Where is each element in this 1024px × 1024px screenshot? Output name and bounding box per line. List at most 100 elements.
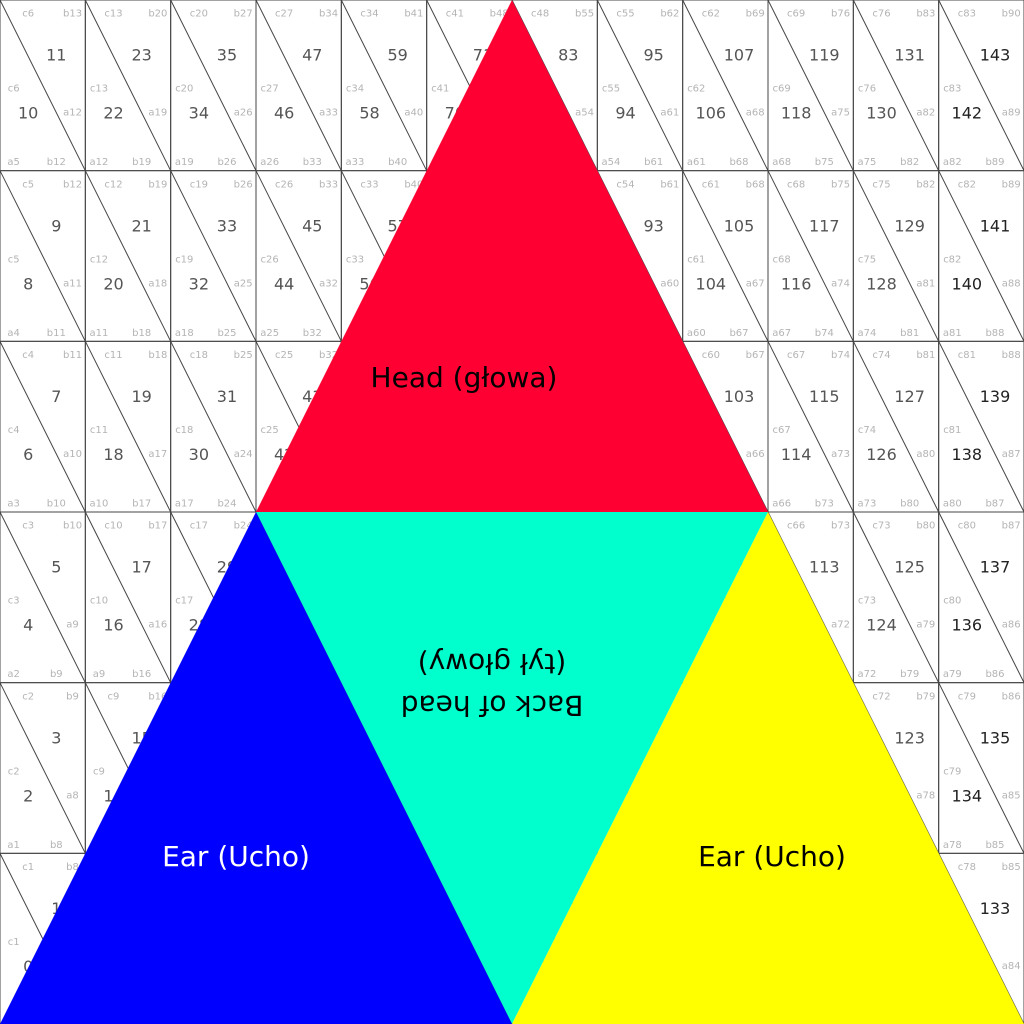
- edge-label: b82: [916, 179, 935, 190]
- cell-number: 16: [103, 616, 123, 635]
- edge-label: a66: [772, 498, 791, 509]
- cell-number: 104: [696, 274, 727, 293]
- edge-label: a88: [1002, 278, 1021, 289]
- edge-label: c10: [104, 521, 122, 532]
- edge-label: c73: [872, 521, 890, 532]
- edge-label: c81: [958, 350, 976, 361]
- edge-label: b88: [985, 328, 1004, 339]
- edge-label: c60: [702, 350, 720, 361]
- edge-label: b33: [303, 157, 322, 168]
- cell-number: 136: [952, 616, 983, 635]
- cell-number: 5: [51, 558, 61, 577]
- edge-label: c5: [8, 254, 20, 265]
- edge-label: b69: [746, 9, 765, 20]
- edge-label: c27: [261, 84, 279, 95]
- edge-label: c41: [446, 9, 464, 20]
- cell-number: 117: [809, 216, 840, 235]
- grid-cell-diagonal: [938, 682, 1024, 854]
- cell-number: 8: [23, 274, 33, 293]
- edge-label: b62: [660, 9, 679, 20]
- grid-cell-diagonal: [84, 511, 172, 683]
- cell-number: 0: [23, 957, 33, 976]
- edge-label: b25: [217, 328, 236, 339]
- edge-label: a3: [7, 498, 20, 509]
- edge-label: c81: [943, 425, 961, 436]
- edge-label: a26: [260, 157, 279, 168]
- cell-number: 139: [980, 387, 1011, 406]
- edge-label: b17: [148, 521, 167, 532]
- edge-label: b27: [234, 9, 253, 20]
- edge-label: b11: [63, 350, 82, 361]
- edge-label: a10: [90, 498, 109, 509]
- edge-label: b41: [404, 9, 423, 20]
- edge-label: a85: [1002, 790, 1021, 801]
- edge-label: b19: [148, 179, 167, 190]
- edge-label: b8: [66, 862, 79, 873]
- grid-cell-diagonal: [767, 0, 854, 171]
- cell-number: 133: [980, 899, 1011, 918]
- cell-number: 142: [952, 104, 983, 123]
- edge-label: c3: [8, 596, 20, 607]
- edge-label: a61: [660, 108, 679, 119]
- edge-label: c80: [958, 521, 976, 532]
- edge-label: c25: [261, 425, 279, 436]
- edge-label: a9: [66, 620, 79, 631]
- edge-label: b76: [831, 9, 850, 20]
- edge-label: c68: [787, 179, 805, 190]
- cell-number: 118: [781, 104, 812, 123]
- edge-label: a74: [831, 278, 850, 289]
- edge-label: c11: [104, 350, 122, 361]
- edge-label: b10: [47, 498, 66, 509]
- edge-label: b40: [388, 157, 407, 168]
- grid-cell-diagonal: [340, 0, 428, 171]
- edge-label: b25: [234, 350, 253, 361]
- cell-number: 138: [952, 445, 983, 464]
- edge-label: b48: [490, 9, 509, 20]
- edge-label: c20: [175, 84, 193, 95]
- edge-label: b73: [831, 521, 850, 532]
- edge-label: a72: [831, 620, 850, 631]
- cell-number: 113: [809, 558, 840, 577]
- edge-label: c10: [90, 596, 108, 607]
- cell-number: 30: [189, 445, 209, 464]
- cell-number: 114: [781, 445, 812, 464]
- edge-label: c66: [787, 521, 805, 532]
- edge-label: a40: [404, 108, 423, 119]
- edge-label: b9: [50, 669, 63, 680]
- cell-number: 93: [643, 216, 663, 235]
- edge-label: b24: [217, 498, 236, 509]
- cell-number: 59: [387, 46, 407, 65]
- cell-number: 31: [217, 387, 237, 406]
- edge-label: b11: [47, 328, 66, 339]
- cell-number: 141: [980, 216, 1011, 235]
- edge-label: a84: [1002, 961, 1021, 972]
- grid-cell-diagonal: [938, 0, 1024, 171]
- edge-label: c61: [702, 179, 720, 190]
- edge-label: a17: [175, 498, 194, 509]
- edge-label: a60: [687, 328, 706, 339]
- edge-label: a54: [602, 157, 621, 168]
- grid-cell-diagonal: [596, 0, 684, 171]
- edge-label: a75: [858, 157, 877, 168]
- edge-label: c83: [943, 84, 961, 95]
- back-of-head-sublabel: (tył głowy): [418, 647, 567, 680]
- edge-label: c75: [872, 179, 890, 190]
- left-ear-triangle: [0, 512, 512, 1024]
- edge-label: c62: [687, 84, 705, 95]
- edge-label: c2: [22, 691, 34, 702]
- cell-number: 23: [131, 46, 151, 65]
- cell-number: 19: [131, 387, 151, 406]
- cell-number: 6: [23, 445, 33, 464]
- edge-label: b8: [50, 840, 63, 851]
- edge-label: b32: [319, 350, 338, 361]
- edge-label: b80: [916, 521, 935, 532]
